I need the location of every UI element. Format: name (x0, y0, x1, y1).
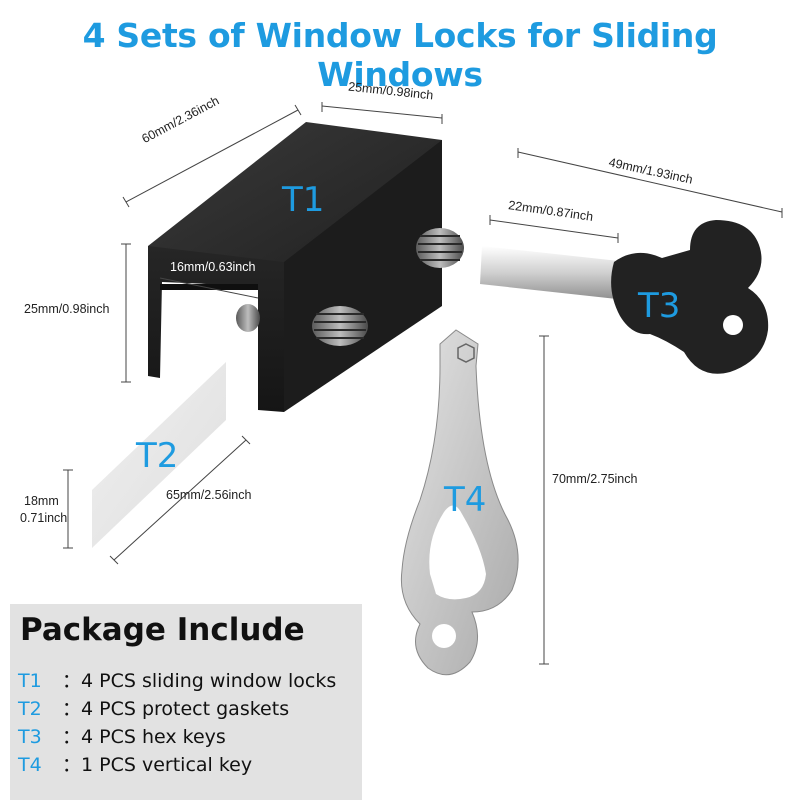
label-t3: T3 (638, 286, 681, 326)
gasket-width-dimension-mm: 18mm (24, 494, 59, 508)
lock-height-dimension: 25mm/0.98inch (24, 302, 110, 316)
package-item-text: 1 PCS vertical key (81, 754, 253, 776)
vertical-key-image (400, 329, 519, 676)
label-t2: T2 (136, 436, 179, 476)
package-item-separator: ： (62, 754, 82, 776)
lock-inner-dimension: 16mm/0.63inch (170, 260, 256, 274)
gasket-image (92, 362, 226, 548)
screw-icon (236, 228, 464, 346)
package-item-separator: ： (62, 726, 82, 748)
package-item: T2 ：4 PCS protect gaskets (18, 694, 289, 721)
package-item-text: 4 PCS hex keys (81, 726, 226, 748)
package-item: T4 ：1 PCS vertical key (18, 750, 252, 777)
package-item-text: 4 PCS sliding window locks (81, 670, 337, 692)
package-item: T1 ：4 PCS sliding window locks (18, 666, 336, 693)
gasket-length-dimension: 65mm/2.56inch (166, 488, 252, 502)
dimension-lines (63, 102, 783, 665)
package-item-separator: ： (62, 698, 82, 720)
package-include-panel: Package Include T1：4 PCS sliding window … (10, 604, 362, 800)
package-item-code: T4 (18, 754, 42, 776)
gasket-width-dimension-inch: 0.71inch (20, 511, 68, 525)
package-item-separator: ： (62, 670, 82, 692)
package-item-code: T3 (18, 726, 42, 748)
package-item-code: T2 (18, 698, 42, 720)
label-t4: T4 (444, 480, 487, 520)
window-lock-image (148, 122, 464, 412)
package-item: T3 ：4 PCS hex keys (18, 722, 226, 749)
package-item-code: T1 (18, 670, 42, 692)
package-title: Package Include (20, 612, 305, 648)
page-title: 4 Sets of Window Locks for Sliding Windo… (82, 16, 718, 94)
hex-key-image (480, 220, 769, 374)
label-t1: T1 (282, 180, 325, 220)
package-item-text: 4 PCS protect gaskets (81, 698, 290, 720)
vertical-key-dimension: 70mm/2.75inch (552, 472, 638, 486)
